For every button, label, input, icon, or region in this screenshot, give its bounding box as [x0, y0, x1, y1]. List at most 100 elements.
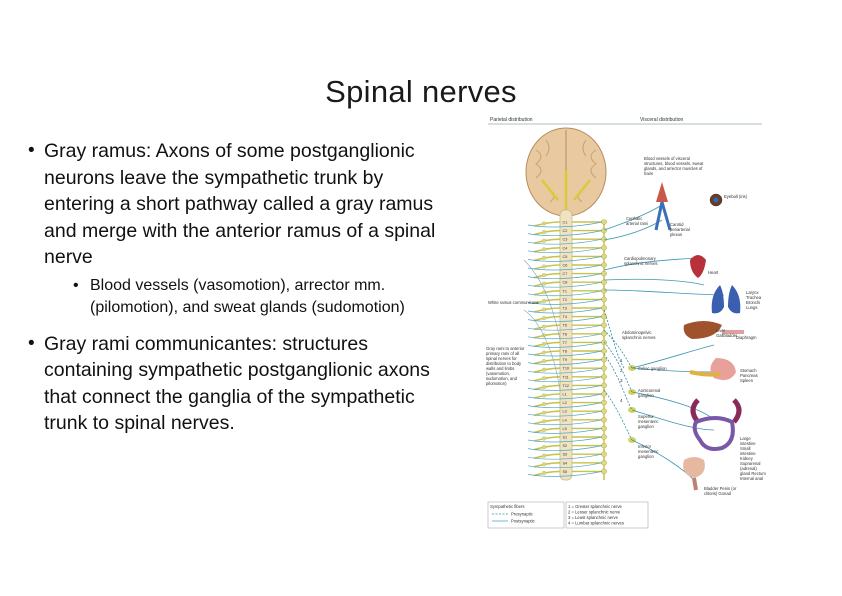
legend-n1: 1 = Greater splanchnic nerve	[568, 504, 623, 509]
spinal-nerve-c3	[533, 238, 561, 244]
legend-title: Sympathetic fibers	[490, 504, 524, 509]
chain-ganglion	[600, 356, 608, 363]
spinal-nerve-t3	[533, 307, 561, 313]
spinal-nerve-t10	[533, 367, 561, 373]
chain-ganglion	[600, 408, 608, 414]
gray-ramus	[527, 264, 603, 271]
chain-ganglion	[600, 374, 608, 380]
liver-icon	[683, 321, 722, 339]
label-cephalic: Cephalic arterial rami	[626, 216, 649, 226]
chain-ganglion	[600, 382, 608, 389]
chain-ganglion	[600, 296, 608, 303]
segment-label-l3: L3	[563, 410, 567, 414]
segment-label-t12: T12	[563, 384, 570, 388]
gray-ramus	[527, 350, 603, 357]
label-carotid-fo: Carotid periarterial plexus	[670, 222, 690, 237]
chain-ganglion	[600, 451, 608, 457]
legend: Sympathetic fibers Presynaptic Postsynap…	[487, 501, 649, 529]
segment-label-c8: C8	[563, 281, 568, 285]
splanchnic-number-4: 4	[620, 398, 623, 403]
dorsal-root-ganglion	[542, 359, 547, 364]
label-bladder: Bladder Penis (or clitoris) Gonad	[704, 486, 737, 496]
segment-label-s1: S1	[563, 436, 568, 440]
label-aorticorenal: Aorticorenal ganglion	[638, 388, 661, 398]
segment-label-l5: L5	[563, 427, 567, 431]
gray-ramus	[527, 462, 603, 469]
chain-ganglion	[600, 219, 608, 225]
gray-ramus	[527, 393, 603, 400]
spinal-nerve-t8	[533, 350, 561, 356]
legend-presynaptic: Presynaptic	[511, 512, 533, 517]
slide-title: Spinal nerves	[325, 74, 517, 109]
spinal-nerve-l4	[533, 419, 561, 425]
gray-ramus	[527, 367, 603, 374]
gray-ramus	[527, 436, 603, 443]
spinal-nerve-t4	[533, 315, 561, 322]
bullet-gray-ramus: Gray ramus: Axons of some postganglionic…	[28, 138, 448, 271]
chain-ganglion	[600, 331, 608, 337]
segment-label-c7: C7	[563, 272, 568, 276]
legend-n3: 3 = Least splanchnic nerve	[568, 515, 619, 520]
spinal-nerve-t7	[533, 341, 561, 348]
label-diaphragm: Diaphragm	[736, 335, 757, 340]
spinal-nerve-l3	[533, 410, 561, 416]
segment-label-l2: L2	[563, 401, 567, 405]
gray-ramus	[527, 419, 603, 426]
dorsal-root-ganglion	[542, 427, 547, 432]
anatomy-diagram: Parietal distribution Visceral distribut…	[486, 117, 766, 529]
spinal-nerve-s4	[533, 462, 561, 468]
gray-ramus	[527, 333, 603, 340]
dorsal-root-ganglion	[542, 264, 547, 269]
segment-label-t3: T3	[563, 307, 567, 311]
segment-label-c4: C4	[563, 246, 568, 250]
spinal-nerve-c5	[533, 255, 561, 262]
label-heart: Heart	[708, 270, 719, 275]
legend-n4: 4 = Lumbar splanchnic nerves	[568, 521, 624, 526]
gray-ramus	[527, 273, 603, 279]
gray-ramus	[527, 376, 603, 383]
dorsal-root-ganglion	[542, 445, 547, 450]
dorsal-root-ganglion	[542, 419, 547, 424]
splanchnic-number-2: 2	[620, 368, 623, 373]
sub-bullet-functions: • Blood vessels (vasomotion), arrector m…	[28, 275, 448, 319]
spinal-nerve-l1	[533, 393, 561, 399]
bladder-icon	[683, 457, 705, 478]
segment-label-c2: C2	[563, 229, 568, 233]
segment-label-t5: T5	[563, 324, 567, 328]
spinal-nerve-t5	[533, 324, 561, 330]
chain-ganglion	[600, 348, 608, 354]
chain-ganglion	[600, 460, 608, 466]
spinal-nerve-t9	[533, 358, 561, 365]
bullet-gray-rami-communicantes: Gray rami communicantes: structures cont…	[28, 331, 448, 437]
spinal-nerve-s3	[533, 453, 561, 459]
segment-label-s5: S5	[563, 470, 568, 474]
label-gray-rami: Gray rami to anterior primary rami of al…	[486, 346, 525, 386]
segment-label-t7: T7	[563, 341, 567, 345]
lungs-icon	[711, 285, 741, 314]
segment-label-c3: C3	[563, 238, 568, 242]
chain-ganglion	[600, 391, 608, 397]
gray-ramus	[527, 402, 603, 408]
gray-ramus	[527, 471, 603, 477]
label-lungs-fo: Larynx Trachea Bronchi Lungs	[746, 290, 761, 310]
dorsal-root-ganglion	[542, 384, 547, 389]
gray-ramus	[527, 359, 603, 365]
chain-ganglion	[600, 262, 608, 268]
spinal-cord	[559, 209, 573, 481]
gray-ramus	[527, 316, 603, 322]
chain-ganglion	[600, 468, 608, 475]
segment-label-s2: S2	[563, 444, 568, 448]
chain-ganglion	[600, 417, 608, 423]
spinal-nerve-c2	[533, 229, 561, 236]
segment-label-t1: T1	[563, 289, 567, 293]
label-intestine-fo: Large intestine Small intestine Kidney S…	[740, 436, 766, 480]
pancreas-icon	[689, 370, 721, 377]
spinal-nerve-l2	[533, 401, 561, 408]
chain-ganglion	[600, 365, 608, 371]
gray-ramus	[527, 324, 603, 331]
label-bladder-fo: Bladder Penis (or clitoris) Gonad	[704, 486, 737, 496]
chain-ganglion	[600, 305, 608, 311]
chain-ganglion	[600, 399, 608, 406]
gray-ramus	[527, 307, 603, 314]
